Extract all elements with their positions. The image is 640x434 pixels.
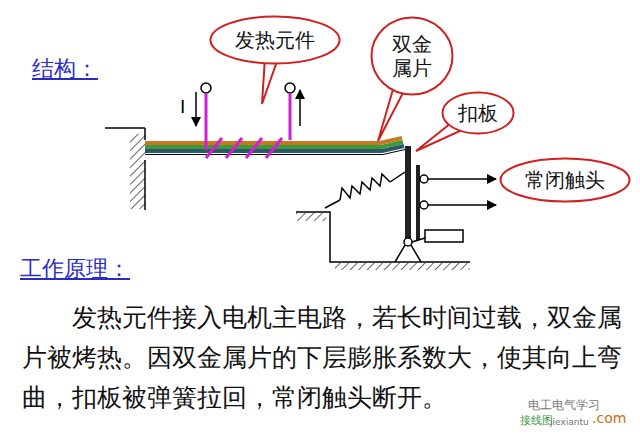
current-symbol: I [180,96,185,118]
spring [325,172,405,208]
watermark: jiexiantu [550,417,589,428]
heating-element [206,94,290,158]
base [296,212,470,270]
callout-balloon: 双金 属片 [370,16,454,96]
normally-closed-contact [416,165,496,240]
callout-balloon: 扣板 [441,91,515,135]
callout-text: 常闭触头 [525,168,605,192]
left-support [105,128,145,210]
watermark: 电工电气学习 [528,398,600,412]
callout-balloon: 发热元件 [209,15,341,65]
section-heading: 结构： [32,56,98,82]
callout-balloon: 常闭触头 [499,157,631,203]
buckle-plate [405,146,411,244]
callout-text: 双金 属片 [390,32,434,80]
callout-text: 扣板 [458,101,498,125]
watermark: .com [592,410,626,427]
callout-text: 发热元件 [235,28,315,52]
watermark: 接线图 [520,414,553,427]
section-heading: 工作原理： [20,256,130,282]
current-arrow [299,90,301,126]
current-arrow [195,92,197,126]
terminal [285,83,295,93]
terminal [201,83,211,93]
